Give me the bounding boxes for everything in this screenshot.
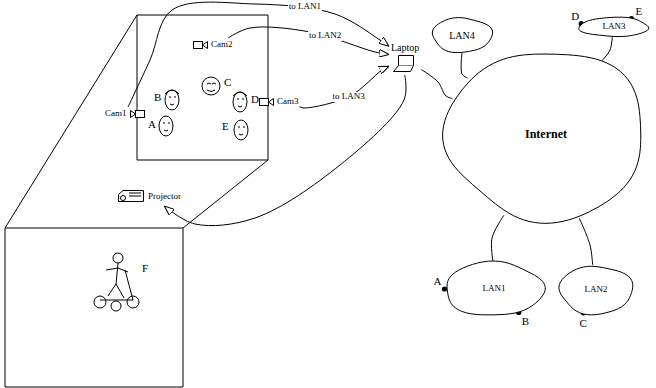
node-label: Internet — [525, 128, 567, 141]
camera-lens — [130, 111, 135, 118]
body — [116, 263, 118, 284]
network-cloud: LAN1 — [440, 258, 548, 320]
cloud-outline — [559, 266, 633, 315]
camera-icon — [130, 108, 145, 120]
face — [165, 90, 179, 110]
room — [5, 15, 268, 387]
face — [233, 92, 247, 112]
connector — [602, 37, 613, 61]
cloud-outline — [443, 54, 641, 223]
face — [202, 77, 220, 95]
cloud-outline — [447, 261, 545, 315]
person-label: B — [154, 91, 161, 103]
wheel — [111, 301, 121, 311]
network-cloud: Internet — [440, 44, 652, 226]
connector — [579, 218, 592, 265]
node-label: Cam1 — [105, 109, 127, 119]
connector — [128, 2, 389, 107]
node-label: Cam3 — [277, 97, 299, 107]
laptop-base — [394, 66, 414, 72]
connector — [300, 66, 390, 108]
camera-body — [194, 42, 203, 49]
face-detail — [238, 127, 245, 135]
face-detail — [233, 92, 247, 107]
node-label: Laptop — [391, 42, 419, 53]
person-label: D — [251, 93, 259, 105]
cloud-outline — [432, 18, 492, 53]
edge-label: to LAN2 — [308, 31, 342, 41]
camera-lens — [203, 42, 208, 49]
camera: Cam3 — [258, 95, 300, 109]
projector: Projector — [116, 188, 182, 206]
face-detail — [165, 90, 179, 105]
person-label: A — [148, 118, 156, 130]
connector — [228, 27, 389, 55]
host-label: D — [571, 10, 579, 22]
person-label: C — [224, 76, 231, 88]
person-label: F — [142, 262, 148, 274]
wheel — [94, 296, 106, 308]
node-label: Projector — [148, 192, 181, 202]
connector — [491, 215, 503, 261]
node-label: LAN1 — [483, 284, 506, 294]
projector-body — [119, 191, 144, 202]
camera-body — [260, 99, 269, 106]
host-dot — [442, 286, 447, 291]
laptop-screen — [399, 56, 414, 66]
projector-icon — [117, 189, 145, 205]
network-cloud: LAN2 — [555, 262, 637, 318]
head — [113, 253, 123, 263]
room-wall — [137, 15, 268, 160]
face-detail — [207, 83, 216, 92]
face — [159, 116, 173, 136]
node-label: LAN3 — [603, 22, 626, 32]
edge-label: to LAN1 — [288, 2, 322, 12]
connector — [164, 75, 406, 226]
projector-lens — [121, 196, 126, 201]
projector-vent — [129, 193, 141, 196]
node-label: LAN2 — [585, 285, 608, 295]
laptop-icon — [393, 55, 417, 73]
face-detail — [163, 123, 170, 131]
camera-icon — [259, 96, 274, 108]
child-on-tricycle — [94, 253, 139, 311]
network-cloud: LAN4 — [428, 14, 496, 56]
host-label: A — [434, 275, 442, 287]
edge-label: to LAN3 — [331, 92, 365, 102]
person-label: E — [222, 120, 229, 132]
camera: Cam2 — [192, 38, 234, 52]
frame — [100, 270, 133, 300]
faces — [159, 77, 248, 140]
display-room — [5, 228, 183, 387]
cloud-outline — [579, 17, 649, 36]
network-cloud: LAN3 — [575, 14, 653, 40]
wheel — [127, 296, 139, 308]
host-label: B — [522, 315, 529, 327]
arms — [106, 268, 128, 272]
legs — [108, 284, 124, 298]
node-label: LAN4 — [449, 30, 475, 41]
camera-lens — [269, 99, 274, 106]
connector — [461, 53, 467, 78]
face — [234, 120, 248, 140]
host-label: E — [635, 5, 642, 17]
connector — [421, 70, 452, 99]
laptop: Laptop — [389, 40, 421, 75]
camera: Cam1 — [104, 107, 146, 121]
host-label: C — [579, 317, 586, 329]
node-label: Cam2 — [211, 40, 233, 50]
room-edge — [5, 15, 137, 228]
camera-icon — [193, 39, 208, 51]
